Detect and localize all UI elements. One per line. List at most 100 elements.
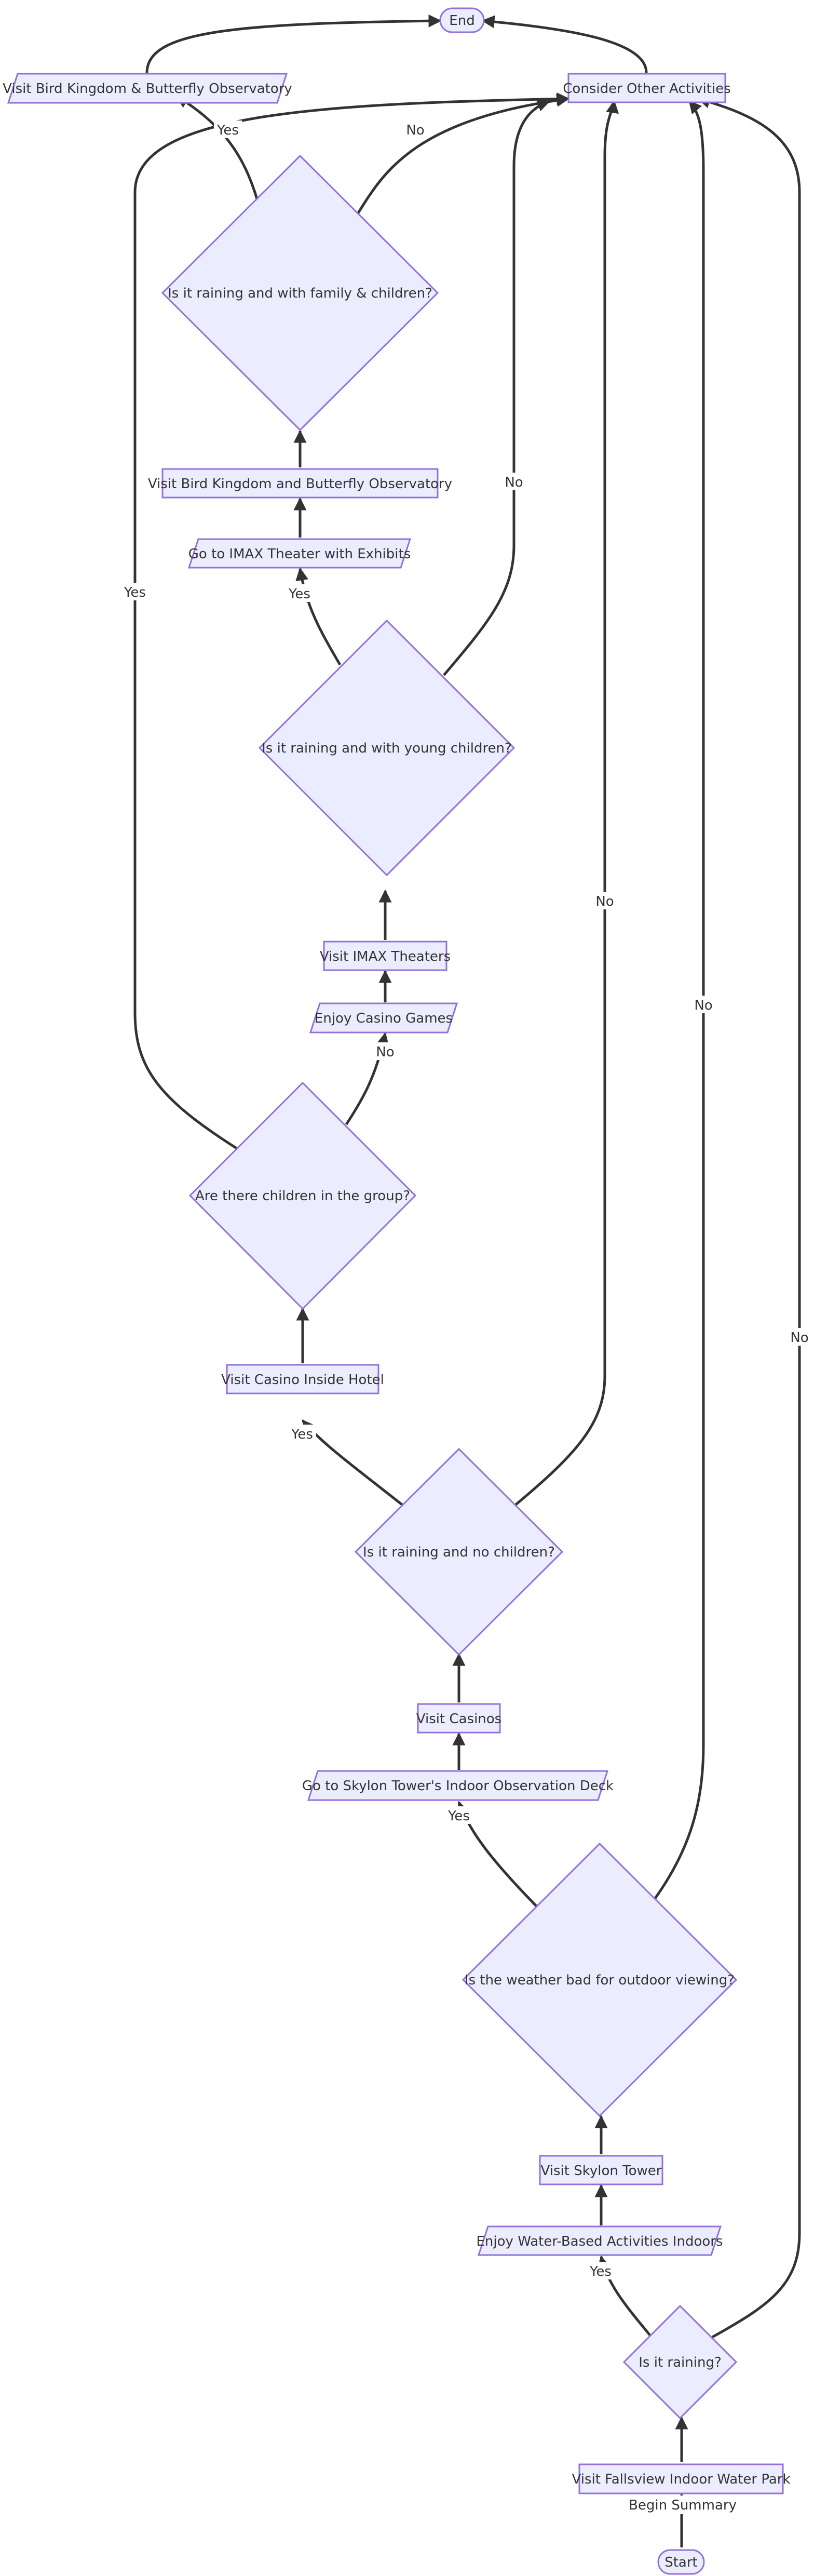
node-other-activities[interactable]: Consider Other Activities [563,73,731,103]
bird-kingdom-and-label: Visit Bird Kingdom and Butterfly Observa… [148,476,452,492]
raining-family-label: Is it raining and with family & children… [168,286,432,301]
children-group-label: Are there children in the group? [195,1188,410,1204]
casino-hotel-node-shape [226,1364,379,1394]
edge-raining-family-yes [175,95,259,199]
node-raining-family[interactable]: Is it raining and with family & children… [161,154,439,432]
node-raining-young[interactable]: Is it raining and with young children? [258,619,515,877]
node-bird-kingdom-and[interactable]: Visit Bird Kingdom and Butterfly Observa… [148,468,452,499]
edge-label-bg [631,2496,735,2514]
node-fallsview[interactable]: Visit Fallsview Indoor Water Park [572,2463,791,2494]
edge-labels: Begin Summary Yes Yes Yes No Yes Yes No … [120,120,811,2514]
edge-children-yes [133,92,570,1155]
nodes: Start End Visit Fallsview Indoor Water P… [3,7,791,2575]
edge-label-bg [445,1806,473,1824]
bird-kingdom-amp-parallelogram [7,73,288,104]
edge-label-no: No [406,123,424,138]
raining-young-label: Is it raining and with young children? [262,741,512,756]
fallsview-node-label: Visit Fallsview Indoor Water Park [572,2472,790,2487]
node-casino-games[interactable]: Enjoy Casino Games [309,1002,458,1034]
edge-label-no: No [790,1330,808,1346]
edge-label-yes: Yes [216,123,239,138]
edge-label-bg [286,584,314,602]
node-casinos[interactable]: Visit Casinos [416,1703,501,1734]
edge-label-bg [587,2262,615,2279]
edge-label-yes: Yes [124,585,146,600]
edge-bird-amp-to-end [145,14,442,73]
node-raining-no-children[interactable]: Is it raining and no children? [354,1447,564,1656]
casino-hotel-label: Visit Casino Inside Hotel [221,1372,384,1388]
node-water-indoors[interactable]: Enjoy Water-Based Activities Indoors [477,2225,723,2256]
other-activities-node-shape [567,73,726,103]
skylon-deck-parallelogram [307,1770,609,1801]
node-weather-bad[interactable]: Is the weather bad for outdoor viewing? [462,1842,738,2117]
node-casino-hotel[interactable]: Visit Casino Inside Hotel [221,1364,384,1394]
edge-label-yes: Yes [447,1808,470,1824]
node-imax-theaters[interactable]: Visit IMAX Theaters [320,941,451,971]
bird-kingdom-and-node-shape [161,468,439,499]
fallsview-node-shape [578,2463,784,2494]
weather-bad-diamond [462,1842,738,2117]
node-end[interactable]: End [439,7,485,33]
other-activities-label: Consider Other Activities [563,81,730,97]
start-node-shape [657,2549,705,2575]
edge-label-bg [593,892,616,909]
raining-young-diamond [258,619,515,877]
edge-raining-nc-no [513,100,619,1507]
edge-label-no: No [376,1044,394,1060]
water-indoors-label: Enjoy Water-Based Activities Indoors [477,2234,723,2249]
edge-label-yes: Yes [291,1427,313,1442]
weather-bad-label: Is the weather bad for outdoor viewing? [465,1973,735,1988]
edge-raining-young-yes [295,567,342,666]
raining-family-diamond [161,154,439,432]
casino-games-label: Enjoy Casino Games [315,1011,453,1026]
end-node-shape [439,7,485,33]
edge-label-bg [788,1328,811,1346]
edge-raining-family-no [357,93,570,214]
raining-no-children-diamond [354,1447,564,1656]
end-node-label: End [449,13,474,29]
node-skylon-tower[interactable]: Visit Skylon Tower [539,2155,663,2185]
edge-label-bg [404,120,427,138]
bird-kingdom-amp-label: Visit Bird Kingdom & Butterfly Observato… [3,81,292,97]
skylon-deck-label: Go to Skylon Tower's Indoor Observation … [302,1778,614,1794]
node-children-group[interactable]: Are there children in the group? [188,1081,417,1310]
edge-label-bg [503,473,525,490]
is-raining-label: Is it raining? [639,2355,722,2370]
edge-label-no: No [505,475,523,490]
edge-raining-nc-yes [302,1419,405,1507]
edge-other-to-end [481,15,648,73]
edge-weather-no [654,100,705,1899]
edge-is-raining-no [697,96,801,2339]
edge-label-bg [692,996,715,1013]
imax-exhibits-label: Go to IMAX Theater with Exhibits [188,546,411,562]
edge-label-bg [214,120,242,138]
skylon-tower-label: Visit Skylon Tower [541,2163,662,2179]
edge-label-bg [288,1425,316,1442]
node-bird-kingdom-amp[interactable]: Visit Bird Kingdom & Butterfly Observato… [3,73,292,104]
edge-label-bg [374,1042,397,1060]
start-node-label: Start [664,2555,698,2570]
edges [133,14,801,2547]
edge-label-no: No [694,998,712,1013]
edge-label-begin-summary: Begin Summary [629,2498,737,2513]
node-imax-exhibits[interactable]: Go to IMAX Theater with Exhibits [187,538,412,569]
edge-label-yes: Yes [288,586,310,602]
is-raining-diamond [622,2304,738,2420]
imax-theaters-node-shape [323,941,447,971]
node-is-raining[interactable]: Is it raining? [622,2304,738,2420]
casinos-label: Visit Casinos [416,1711,501,1727]
imax-theaters-label: Visit IMAX Theaters [320,949,451,964]
edge-raining-young-no [443,99,551,676]
edge-label-yes: Yes [589,2264,612,2279]
node-skylon-deck[interactable]: Go to Skylon Tower's Indoor Observation … [302,1770,614,1801]
raining-no-children-label: Is it raining and no children? [363,1545,555,1560]
casinos-node-shape [417,1703,501,1734]
edge-label-bg [120,583,150,600]
imax-exhibits-parallelogram [187,538,412,569]
casino-games-parallelogram [309,1002,458,1034]
edge-label-no: No [595,894,614,909]
children-group-diamond [188,1081,417,1310]
water-indoors-parallelogram [477,2225,722,2256]
node-start[interactable]: Start [657,2549,705,2575]
skylon-tower-node-shape [539,2155,663,2185]
